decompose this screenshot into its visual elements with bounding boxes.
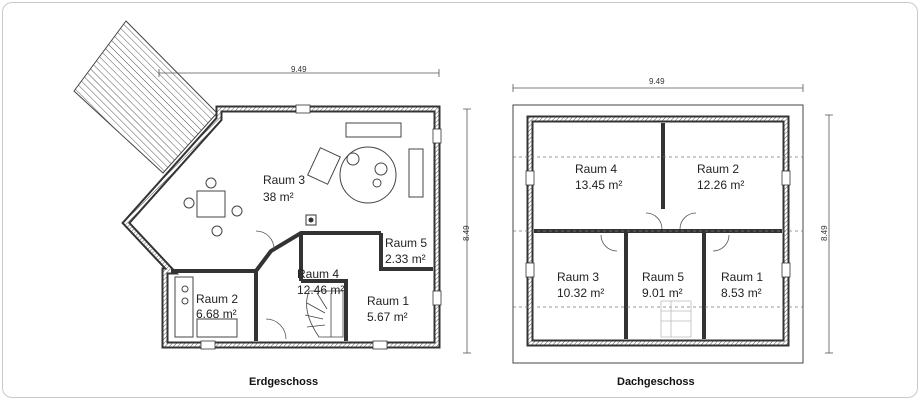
upper-room4-area: 13.45 m² — [575, 178, 622, 192]
ground-interior-walls — [171, 231, 433, 341]
upper-room3-area: 10.32 m² — [557, 286, 604, 300]
upper-room2-area: 12.26 m² — [697, 178, 744, 192]
upper-room2-name: Raum 2 — [697, 162, 739, 176]
floor-plans: Raum 3 38 m² Raum 2 6.68 m² Raum 4 12.46… — [73, 20, 833, 388]
upper-room1-name: Raum 1 — [721, 270, 763, 284]
upper-room4-name: Raum 4 — [575, 162, 617, 176]
ground-floor-plan: Raum 3 38 m² Raum 2 6.68 m² Raum 4 12.46… — [73, 20, 471, 388]
ground-room1-name: Raum 1 — [367, 294, 409, 308]
ground-room3-area: 38 m² — [263, 190, 294, 204]
ground-width-dimension: 9.49 — [291, 65, 307, 74]
upper-room5-name: Raum 5 — [642, 270, 684, 284]
roof-outline — [512, 104, 804, 364]
upper-height-dimension: 8.49 — [820, 225, 829, 241]
ground-floor-caption: Erdgeschoss — [249, 376, 318, 388]
upper-room5-area: 9.01 m² — [642, 286, 683, 300]
ground-room2-name: Raum 2 — [196, 292, 238, 306]
ground-height-dimension: 8.49 — [462, 225, 471, 241]
terrace — [73, 20, 218, 174]
ground-room4-area: 12.46 m² — [297, 283, 344, 297]
ground-room1-area: 5.67 m² — [367, 310, 408, 324]
ground-room5-name: Raum 5 — [385, 236, 427, 250]
ground-room4-name: Raum 4 — [297, 267, 339, 281]
upper-room3-name: Raum 3 — [557, 270, 599, 284]
ground-room3-name: Raum 3 — [263, 173, 305, 187]
upper-width-dimension: 9.49 — [649, 77, 665, 86]
ground-room5-area: 2.33 m² — [385, 252, 426, 266]
ground-room2-area: 6.68 m² — [196, 307, 237, 321]
upper-floor-caption: Dachgeschoss — [617, 376, 695, 388]
dining-table — [196, 190, 226, 218]
stairs-upper — [660, 300, 692, 338]
upper-room1-area: 8.53 m² — [721, 286, 762, 300]
stairs-ground — [304, 290, 344, 338]
upper-floor-plan: Raum 4 13.45 m² Raum 2 12.26 m² Raum 3 1… — [512, 77, 833, 388]
sofa — [345, 122, 402, 138]
